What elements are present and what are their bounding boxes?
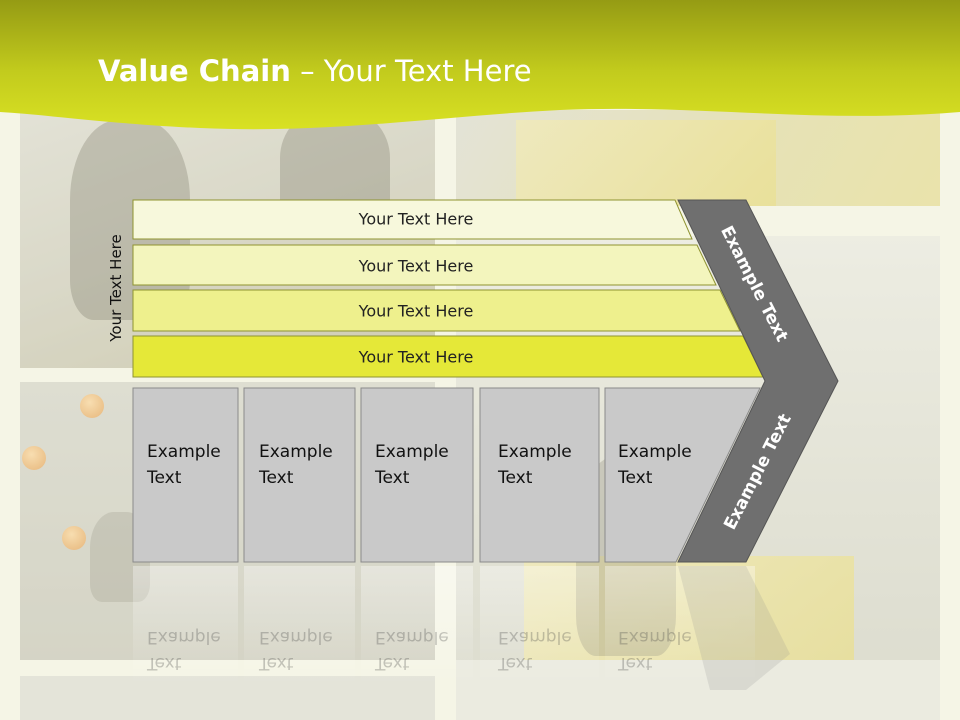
box-reflection [244, 566, 355, 686]
activity-reflection-text: Text Example [259, 624, 333, 676]
title-rest-text: – Your Text Here [290, 54, 532, 88]
box-reflection [133, 566, 238, 686]
reflection-line: Example [498, 627, 572, 647]
reflection-line: Text [259, 653, 294, 673]
orb-shape [80, 394, 104, 418]
activity-reflection-text: Text Example [618, 624, 692, 676]
support-row-3-label: Your Text Here [358, 301, 474, 321]
primary-activity-box [360, 387, 474, 563]
primary-activity-box [243, 387, 356, 563]
activity-label-line: Text [147, 468, 182, 488]
header-band [0, 0, 960, 130]
activity-label-line: Text [498, 468, 533, 488]
activity-label-line: Example [375, 442, 449, 462]
vertical-label: Your Text Here [107, 234, 125, 342]
primary-activity-1-label: Example Text [147, 439, 221, 491]
background-photo-tile [456, 110, 940, 206]
primary-activity-5-label: Example Text [618, 439, 692, 491]
support-row-1-label: Your Text Here [358, 209, 474, 229]
box-reflection [480, 566, 599, 686]
support-row-4-label: Your Text Here [358, 347, 474, 367]
reflection-line: Example [375, 627, 449, 647]
primary-activity-4-label: Example Text [498, 439, 572, 491]
primary-activity-box [479, 387, 600, 563]
reflection-line: Example [259, 627, 333, 647]
activity-label-line: Text [259, 468, 294, 488]
page-title: Value Chain – Your Text Here [98, 54, 532, 88]
reflection-line: Text [498, 653, 533, 673]
title-bold-text: Value Chain [98, 54, 291, 88]
reflection-line: Example [147, 627, 221, 647]
activity-label-line: Text [618, 468, 653, 488]
reflection-line: Text [375, 653, 410, 673]
orb-shape [62, 526, 86, 550]
box-reflection [605, 566, 755, 686]
reflection-line: Text [147, 653, 182, 673]
activity-label-line: Text [375, 468, 410, 488]
support-row-1 [132, 199, 693, 240]
support-row-2 [132, 244, 717, 286]
yellow-box-shape [516, 120, 776, 206]
activity-reflection-text: Text Example [147, 624, 221, 676]
support-row-3 [132, 289, 741, 332]
orb-shape [22, 446, 46, 470]
reflection-line: Text [618, 653, 653, 673]
activity-label-line: Example [147, 442, 221, 462]
primary-activity-box [132, 387, 239, 563]
box-reflection [361, 566, 473, 686]
activity-label-line: Example [259, 442, 333, 462]
reflection-line: Example [618, 627, 692, 647]
primary-activity-box [604, 387, 761, 563]
margin-chevron [677, 199, 839, 563]
support-row-2-label: Your Text Here [358, 256, 474, 276]
primary-activity-2-label: Example Text [259, 439, 333, 491]
activity-label-line: Example [498, 442, 572, 462]
primary-activity-3-label: Example Text [375, 439, 449, 491]
activity-label-line: Example [618, 442, 692, 462]
activity-reflection-text: Text Example [498, 624, 572, 676]
activity-reflection-text: Text Example [375, 624, 449, 676]
chevron-reflection [678, 566, 790, 690]
